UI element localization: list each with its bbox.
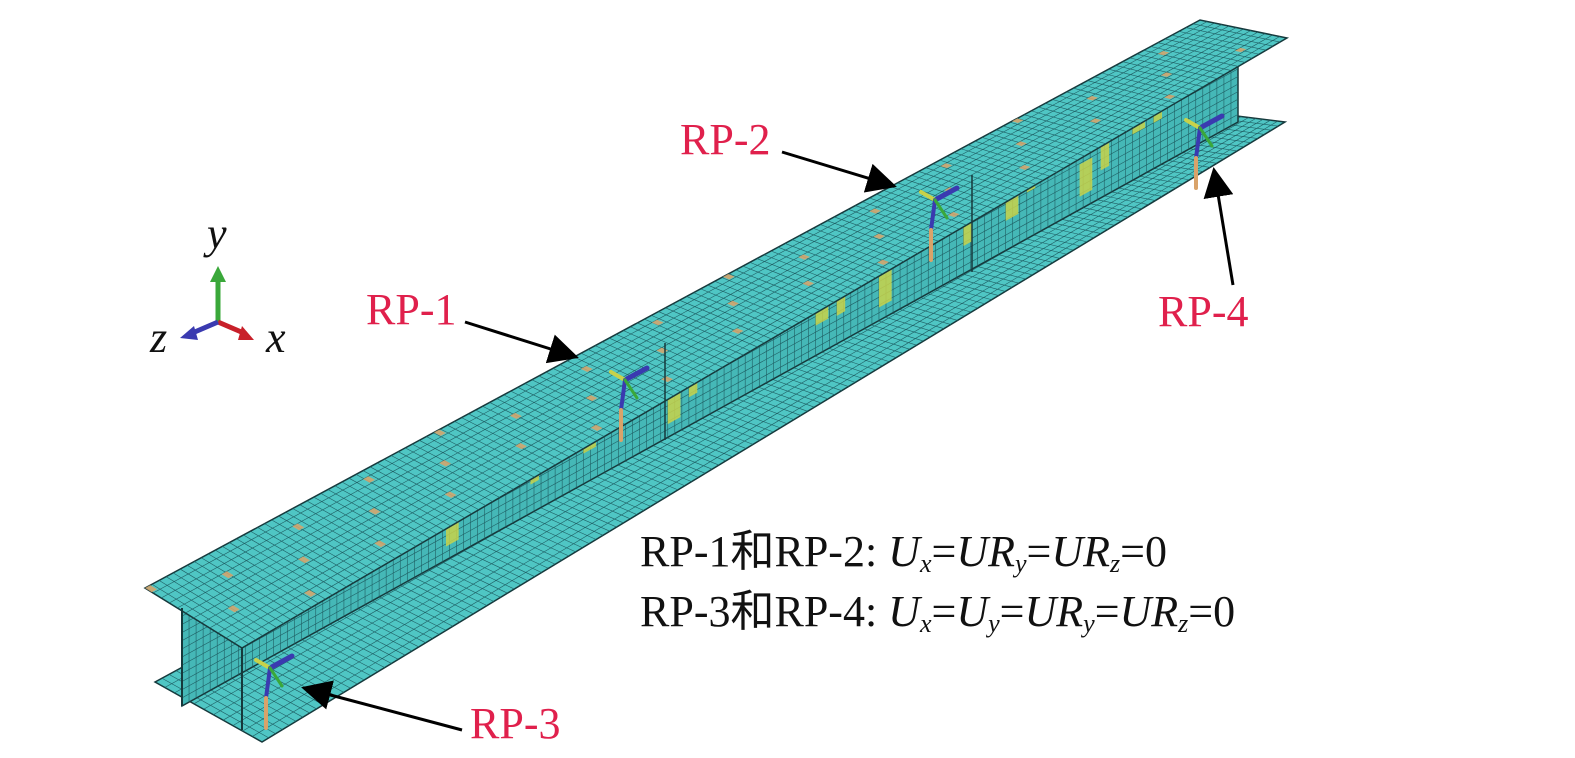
z-axis-arrow-icon — [180, 326, 198, 340]
mesh-line — [181, 106, 1239, 690]
mesh-line — [201, 30, 1251, 624]
mesh-line — [225, 34, 1273, 639]
stress-element-patch — [1160, 72, 1173, 77]
rp-2-arrow — [781, 150, 897, 193]
mesh-line — [169, 24, 1222, 604]
stress-element-patch — [363, 476, 375, 483]
boundary-condition-rp1-rp2: RP-1和RP-2: Ux=URy=URz=0 — [640, 527, 1167, 578]
axis-label-z: z — [150, 313, 168, 362]
x-axis-arrow-icon — [238, 326, 254, 340]
stress-element-patch — [731, 328, 744, 334]
stress-element-patch — [722, 274, 735, 280]
stress-element-patch — [1164, 94, 1176, 100]
axis-label-y: y — [207, 209, 227, 258]
reference-point-triad-icon — [919, 185, 960, 262]
mesh-line — [181, 114, 1239, 699]
rp-1-arrow — [464, 320, 579, 364]
mesh-line — [217, 33, 1266, 634]
stress-element-patch — [651, 319, 664, 326]
mesh-line — [161, 677, 269, 739]
reference-point-triad-icon — [254, 653, 295, 730]
stress-element-patch — [1018, 164, 1031, 170]
stress-element-patch — [368, 508, 381, 515]
stress-element-patch — [798, 254, 810, 260]
mesh-line — [152, 21, 1208, 594]
rp-4-label: RP-4 — [1158, 287, 1249, 336]
coordinate-triad — [180, 266, 254, 340]
stress-element-patch — [515, 442, 527, 450]
stress-element-patch — [873, 233, 885, 239]
stress-element-patch — [877, 259, 889, 266]
stress-element-patch — [509, 412, 522, 419]
stress-element-patch — [869, 208, 881, 214]
stress-element-patch — [221, 571, 234, 579]
bc-prefix: RP-3和RP-4: — [640, 587, 889, 636]
boundary-condition-rp3-rp4: RP-3和RP-4: Ux=Uy=URy=URz=0 — [640, 587, 1236, 638]
mesh-line — [242, 119, 1271, 732]
beam-end-face — [181, 608, 243, 730]
stress-element-patch — [580, 366, 593, 372]
bottom-flange — [153, 111, 1288, 743]
mesh-line — [161, 22, 1215, 599]
stress-element-patch — [304, 589, 316, 597]
stress-element-patch — [444, 491, 457, 498]
stress-element-patch — [298, 556, 311, 564]
stress-element-patch — [878, 267, 892, 308]
mesh-line — [177, 25, 1230, 609]
mesh-line — [185, 27, 1237, 614]
stress-element-patch — [1234, 47, 1247, 53]
rp-2-label: RP-2 — [680, 115, 771, 164]
stress-element-patch — [1157, 51, 1170, 56]
rp-3-arrow — [301, 680, 463, 732]
stress-element-patch — [802, 280, 815, 287]
bc-prefix: RP-1和RP-2: — [640, 527, 889, 576]
mesh-line — [213, 117, 1249, 715]
mesh-line — [222, 118, 1257, 721]
stress-element-patch — [1011, 118, 1024, 124]
mesh-line — [193, 28, 1244, 619]
mesh-line — [233, 36, 1280, 644]
y-axis-arrow-icon — [210, 266, 226, 282]
rp-3-label: RP-3 — [470, 699, 561, 748]
web-partition-lines — [664, 175, 973, 440]
reference-point-markers — [254, 113, 1225, 730]
stress-element-patch — [374, 540, 387, 548]
leader-arrows — [301, 150, 1235, 732]
stress-element-patch — [1089, 118, 1102, 124]
mesh-line — [252, 120, 1278, 737]
stress-element-patch — [590, 424, 603, 431]
mesh-line — [209, 31, 1259, 629]
axis-label-x: x — [266, 313, 286, 362]
stress-element-patch — [948, 212, 960, 218]
stress-element-patch — [433, 429, 446, 436]
reference-point-triad-icon — [609, 365, 650, 442]
reference-point-triad-icon — [1184, 113, 1225, 190]
stress-element-patch — [661, 376, 673, 383]
stress-element-patch — [439, 460, 452, 467]
rp-1-label: RP-1 — [366, 285, 457, 334]
stress-element-patch — [1086, 95, 1098, 101]
stress-element-patch — [1079, 157, 1093, 197]
top-flange — [143, 19, 1290, 649]
stress-element-patch — [727, 300, 739, 307]
stress-element-patch — [940, 163, 953, 169]
mesh-line — [232, 119, 1264, 726]
stress-element-patch — [1015, 141, 1027, 147]
stress-element-patch — [292, 523, 305, 531]
rp-4-arrow — [1203, 167, 1235, 286]
mesh-line — [181, 98, 1239, 682]
stress-element-patch — [1100, 142, 1110, 171]
stress-element-patch — [145, 585, 158, 593]
stress-element-patch — [585, 395, 598, 402]
stress-element-patch — [227, 605, 240, 613]
